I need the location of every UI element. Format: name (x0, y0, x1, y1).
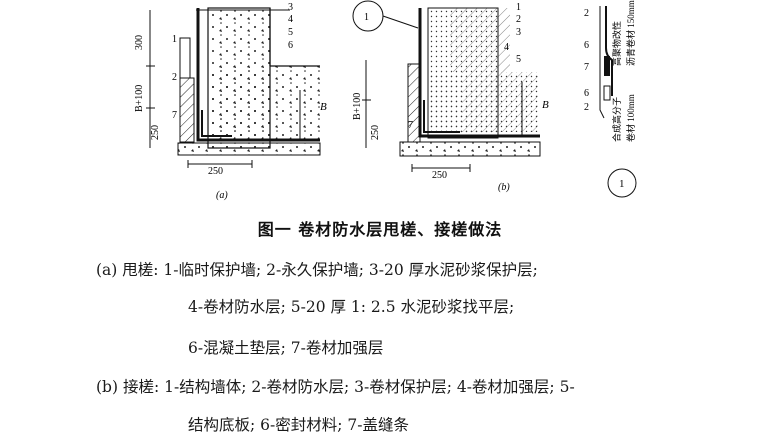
a-label-6: 6 (288, 40, 293, 51)
diagram-a: 300 B+100 250 250 B 1 2 7 3 4 5 6 (a) (134, 2, 327, 201)
a-label-1: 1 (172, 34, 177, 45)
b-label-5: 5 (516, 54, 521, 65)
b-dim-B: B (542, 99, 549, 111)
a-dim-250h: 250 (208, 166, 223, 177)
detail-text-3: 沥青卷材 150mm (625, 0, 636, 66)
a-label-5: 5 (288, 27, 293, 38)
legend-b-line-2: 结构底板; 6-密封材料; 7-盖缝条 (188, 416, 409, 434)
detail-text-1: 合成高分子 (611, 97, 622, 142)
b-label-3: 3 (516, 27, 521, 38)
diagram-b: 1 B+100 250 250 B 1 2 3 4 5 7 (b) (352, 0, 549, 193)
b-dim-250h: 250 (432, 170, 447, 181)
a-dim-250v: 250 (150, 125, 161, 140)
detail-label-6a: 6 (584, 40, 589, 51)
a-label-7: 7 (172, 110, 177, 121)
b-label-7: 7 (408, 120, 413, 131)
legend-b-line-1: (b) 接槎: 1-结构墙体; 2-卷材防水层; 3-卷材保护层; 4-卷材加强… (96, 378, 575, 396)
waterproofing-detail-figure: 300 B+100 250 250 B 1 2 7 3 4 5 6 (a) (134, 0, 637, 201)
a-dim-b100: B+100 (134, 85, 145, 112)
legend-a-line-1: (a) 甩槎: 1-临时保护墙; 2-永久保护墙; 3-20 厚水泥砂浆保护层; (96, 261, 538, 279)
detail-label-7: 7 (584, 62, 589, 73)
detail-label-2-bot: 2 (584, 102, 589, 113)
detail-1: 2 6 7 6 2 合成高分子 卷材 100mm 沥青卷材 150mm 高聚物改… (584, 0, 637, 198)
figure-caption: 图一 卷材防水层甩槎、接槎做法 (257, 220, 503, 239)
a-label-4: 4 (288, 14, 293, 25)
b-label-1: 1 (516, 2, 521, 13)
b-circle-label: 1 (364, 12, 369, 23)
a-dim-B: B (320, 101, 327, 113)
b-dim-b100: B+100 (352, 93, 363, 120)
detail-text-4: 高聚物改性 (611, 21, 622, 66)
a-label-3: 3 (288, 2, 293, 13)
b-dim-250v: 250 (370, 125, 381, 140)
a-label-2: 2 (172, 72, 177, 83)
legend-a-line-2: 4-卷材防水层; 5-20 厚 1: 2.5 水泥砂浆找平层; (188, 298, 515, 316)
detail-text-2: 卷材 100mm (625, 94, 636, 142)
b-label-2: 2 (516, 14, 521, 25)
a-sublabel: (a) (216, 190, 228, 201)
a-dim-300: 300 (134, 35, 145, 50)
detail-label-6b: 6 (584, 88, 589, 99)
detail-label-2-top: 2 (584, 8, 589, 19)
legend-a-line-3: 6-混凝土垫层; 7-卷材加强层 (188, 339, 384, 357)
b-label-4: 4 (504, 42, 509, 53)
b-sublabel: (b) (498, 182, 510, 193)
detail-circle-label: 1 (619, 178, 625, 190)
